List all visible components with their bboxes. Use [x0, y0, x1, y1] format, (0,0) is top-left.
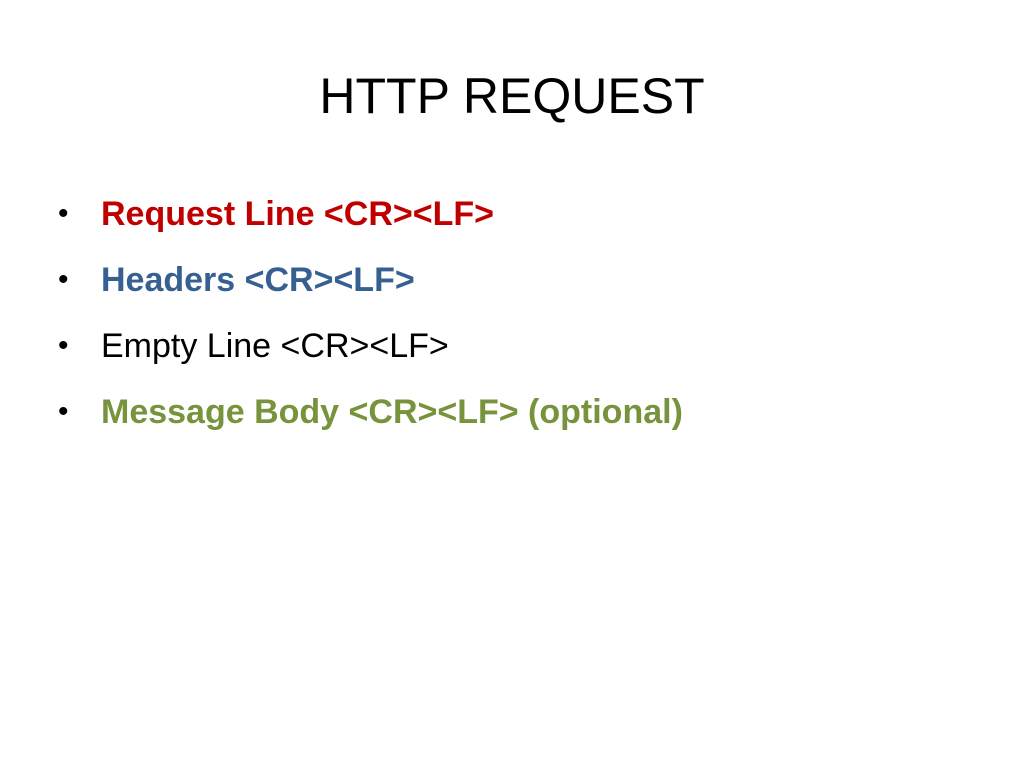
- bullet-icon: •: [58, 329, 69, 362]
- bullet-item-headers: • Headers <CR><LF>: [58, 254, 978, 320]
- bullet-text: Message Body <CR><LF> (optional): [101, 393, 683, 431]
- bullet-text: Empty Line <CR><LF>: [101, 327, 449, 365]
- bullet-icon: •: [58, 263, 69, 296]
- bullet-text: Headers <CR><LF>: [101, 261, 415, 299]
- slide-title: HTTP REQUEST: [319, 68, 705, 124]
- bullet-text: Request Line <CR><LF>: [101, 195, 494, 233]
- bullet-icon: •: [58, 197, 69, 230]
- bullet-icon: •: [58, 395, 69, 428]
- bullet-list: • Request Line <CR><LF> • Headers <CR><L…: [58, 188, 978, 452]
- bullet-item-message-body: • Message Body <CR><LF> (optional): [58, 386, 978, 452]
- bullet-item-empty-line: • Empty Line <CR><LF>: [58, 320, 978, 386]
- bullet-item-request-line: • Request Line <CR><LF>: [58, 188, 978, 254]
